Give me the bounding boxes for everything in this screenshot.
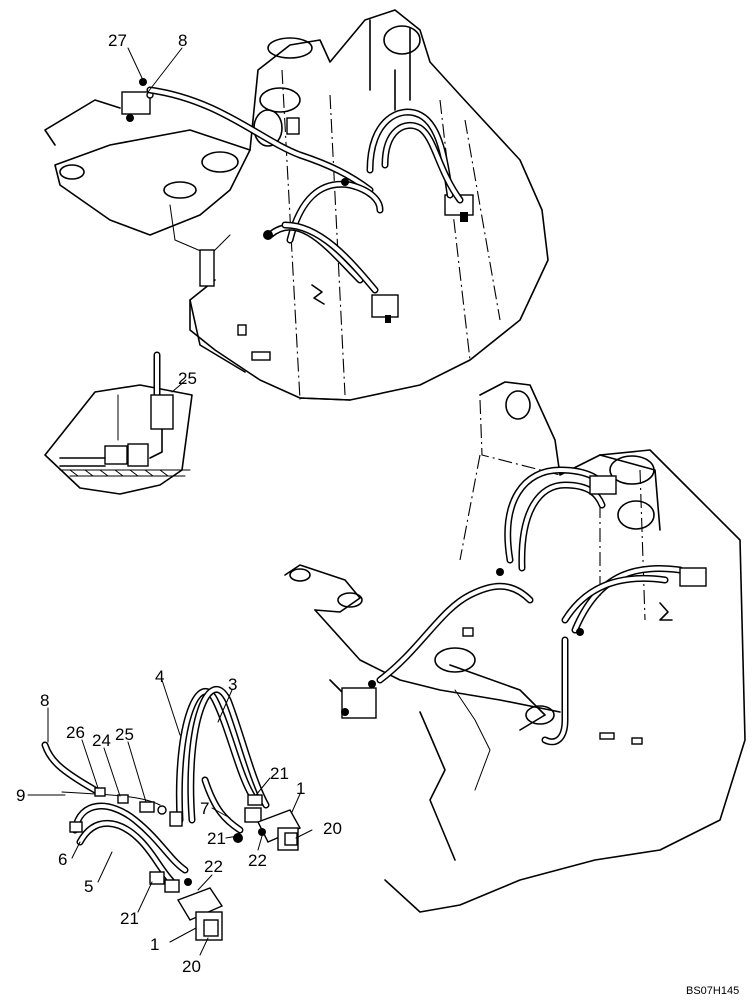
callout-21-b: 21: [207, 829, 226, 848]
callout-20-right: 20: [323, 819, 342, 838]
callout-7: 7: [200, 799, 209, 818]
callout-27: 27: [108, 31, 127, 50]
callout-1-left: 1: [150, 935, 159, 954]
right-frame-assembly: [284, 381, 746, 913]
callout-4: 4: [155, 667, 164, 686]
callout-26: 26: [66, 723, 85, 742]
callout-5: 5: [84, 877, 93, 896]
callout-21-c: 21: [120, 909, 139, 928]
callout-6: 6: [58, 850, 67, 869]
diagram-reference-code: BS07H145: [686, 985, 739, 997]
callout-labels: 27 8 25 4 3 21 1 8 26 24 25 9 7 21 22 20…: [16, 31, 342, 976]
callout-21-a: 21: [270, 764, 289, 783]
exploded-hose-kit: [27, 679, 313, 956]
callout-8-left: 8: [40, 691, 49, 710]
top-frame-assembly: [44, 9, 549, 401]
callout-22-b: 22: [204, 857, 223, 876]
callout-8-top: 8: [178, 31, 187, 50]
inset-detail-fitting: [44, 351, 193, 495]
callout-9: 9: [16, 786, 25, 805]
callout-3: 3: [228, 675, 237, 694]
callout-25-inset: 25: [178, 369, 197, 388]
callout-25: 25: [115, 725, 134, 744]
callout-20-left: 20: [182, 957, 201, 976]
callout-22-a: 22: [248, 851, 267, 870]
callout-1-right: 1: [296, 779, 305, 798]
callout-24: 24: [92, 731, 111, 750]
